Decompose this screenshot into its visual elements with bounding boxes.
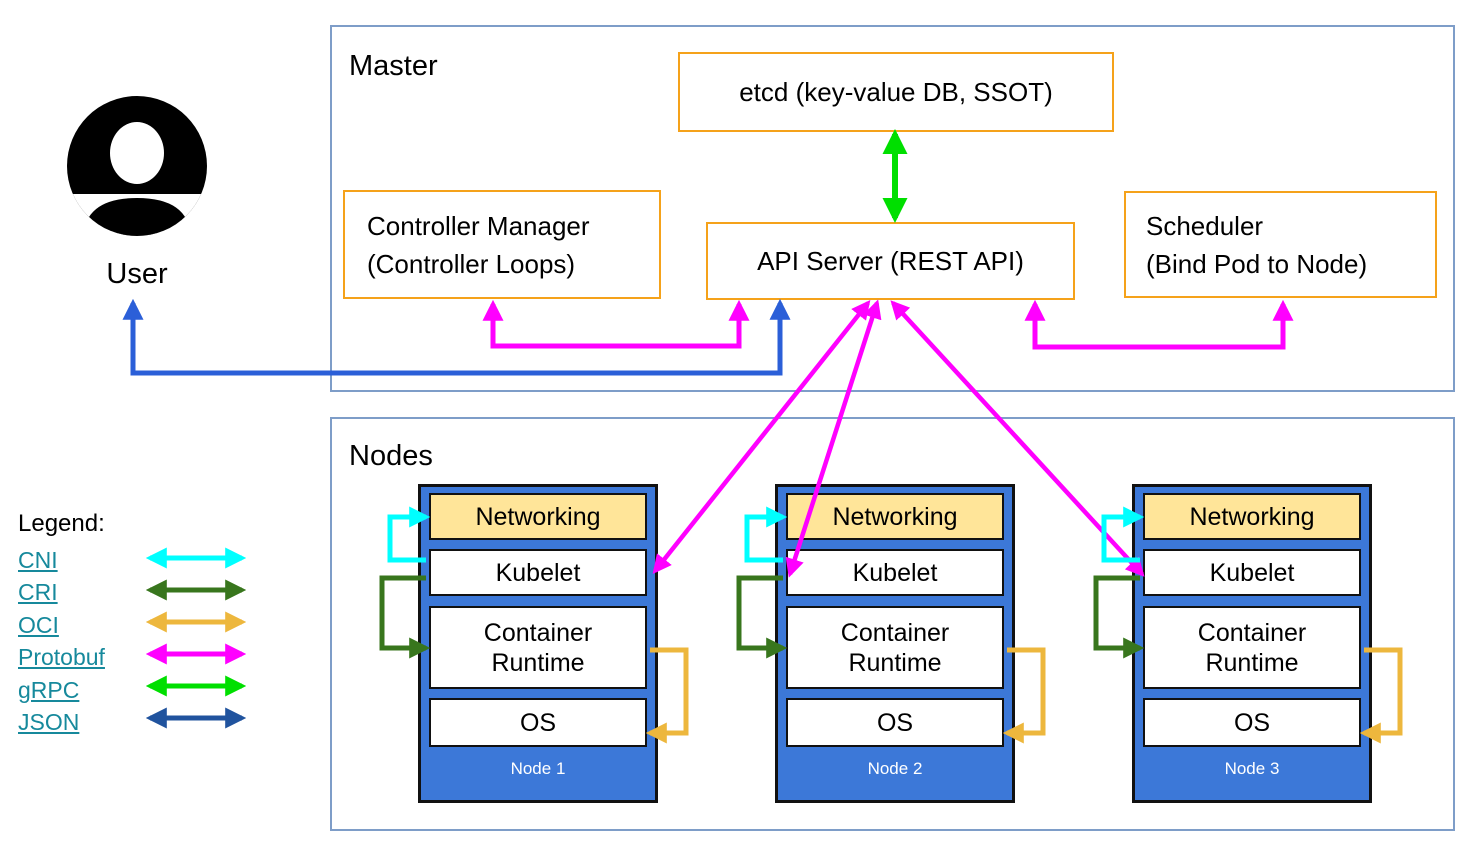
kubelet-label: Kubelet xyxy=(495,558,581,587)
user-icon-disc xyxy=(67,96,207,236)
os-label: OS xyxy=(876,708,914,737)
nodes-title: Nodes xyxy=(349,440,433,472)
node2-kubelet: Kubelet xyxy=(786,549,1004,596)
legend-link-cni[interactable]: CNI xyxy=(18,547,58,573)
user-icon xyxy=(67,96,207,236)
runtime-line2: Runtime xyxy=(1205,648,1299,677)
kubelet-label: Kubelet xyxy=(1209,558,1295,587)
legend-link-cri[interactable]: CRI xyxy=(18,579,58,606)
controller-manager-box: Controller Manager (Controller Loops) xyxy=(343,190,661,299)
legend-link-oci[interactable]: OCI xyxy=(18,611,59,638)
node1-networking: Networking xyxy=(429,493,647,540)
node3-kubelet: Kubelet xyxy=(1143,549,1361,596)
controller-manager-label: Controller Manager (Controller Loops) xyxy=(345,207,590,283)
user-icon-head xyxy=(110,122,164,184)
etcd-label: etcd (key-value DB, SSOT) xyxy=(739,77,1053,107)
networking-label: Networking xyxy=(1189,502,1315,531)
legend-link-json[interactable]: JSON xyxy=(18,709,80,736)
runtime-line1: Container xyxy=(840,618,950,647)
master-title: Master xyxy=(349,50,438,82)
node1-name: Node 1 xyxy=(510,759,566,778)
etcd-box: etcd (key-value DB, SSOT) xyxy=(678,52,1114,132)
controller-manager-line1: Controller Manager xyxy=(367,210,590,241)
networking-label: Networking xyxy=(475,502,601,531)
node1-os: OS xyxy=(429,698,647,747)
node3-name: Node 3 xyxy=(1224,759,1280,778)
node3-networking: Networking xyxy=(1143,493,1361,540)
node3-os: OS xyxy=(1143,698,1361,747)
legend-link-grpc[interactable]: gRPC xyxy=(18,676,80,703)
os-label: OS xyxy=(519,708,557,737)
runtime-line1: Container xyxy=(483,618,593,647)
os-label: OS xyxy=(1233,708,1271,737)
runtime-line2: Runtime xyxy=(848,648,942,677)
node2-name: Node 2 xyxy=(867,759,923,778)
node2-os: OS xyxy=(786,698,1004,747)
runtime-line2: Runtime xyxy=(491,648,585,677)
scheduler-box: Scheduler (Bind Pod to Node) xyxy=(1124,191,1437,298)
kubelet-label: Kubelet xyxy=(852,558,938,587)
scheduler-line1: Scheduler xyxy=(1146,210,1264,241)
legend: Legend: CNI CRI OCI Protobuf gRPC JSON xyxy=(18,510,105,738)
api-server-box: API Server (REST API) xyxy=(706,222,1075,300)
runtime-line1: Container xyxy=(1197,618,1307,647)
scheduler-line2: (Bind Pod to Node) xyxy=(1146,248,1368,279)
user-icon-shoulders xyxy=(83,198,191,236)
networking-label: Networking xyxy=(832,502,958,531)
api-server-label: API Server (REST API) xyxy=(757,246,1024,276)
user-label: User xyxy=(106,258,168,290)
scheduler-label: Scheduler (Bind Pod to Node) xyxy=(1126,207,1367,283)
controller-manager-line2: (Controller Loops) xyxy=(367,248,576,279)
node1-kubelet: Kubelet xyxy=(429,549,647,596)
legend-link-protobuf[interactable]: Protobuf xyxy=(18,644,105,671)
node2-networking: Networking xyxy=(786,493,1004,540)
legend-title: Legend: xyxy=(18,510,105,537)
user-icon-collar xyxy=(67,194,207,236)
